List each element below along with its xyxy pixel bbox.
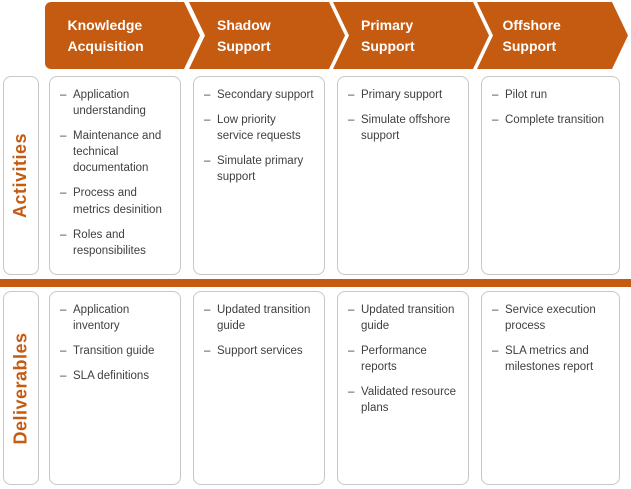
dash-marker: –: [348, 345, 355, 358]
dash-marker: –: [348, 386, 355, 399]
phase-title: Shadow Support: [217, 16, 271, 54]
dash-marker: –: [60, 89, 67, 101]
list-item-text: Pilot run: [505, 89, 548, 101]
list-item: –Performance reports: [348, 343, 459, 375]
dash-marker: –: [492, 345, 499, 358]
list-item-text: SLA definitions: [73, 370, 150, 383]
dash-marker: –: [492, 304, 499, 316]
list-item-text: Application inventory: [73, 304, 130, 333]
list-item: –Pilot run: [492, 87, 610, 103]
deliverables-box-primary-support: –Updated transition guide–Performance re…: [337, 291, 469, 485]
phase-title: Primary Support: [361, 16, 415, 54]
list-item: –SLA definitions: [60, 368, 171, 384]
deliverables-box-shadow-support: –Updated transition guide–Support servic…: [193, 291, 325, 485]
dash-marker: –: [60, 187, 67, 200]
deliverables-row-label: Deliverables: [10, 331, 31, 445]
dash-marker: –: [204, 345, 211, 358]
list-item: –Application inventory: [60, 302, 171, 334]
dash-marker: –: [204, 114, 211, 127]
dash-marker: –: [60, 304, 67, 316]
activities-list: –Secondary support–Low priority service …: [204, 87, 315, 185]
deliverables-box-knowledge-acquisition: –Application inventory–Transition guide–…: [49, 291, 181, 485]
list-item-text: Maintenance and technical documentation: [73, 130, 162, 175]
activities-list: –Application understanding–Maintenance a…: [60, 87, 171, 259]
list-item-text: Updated transition guide: [361, 304, 455, 333]
list-item: –Roles and responsibilites: [60, 227, 171, 259]
list-item: –Process and metrics desinition: [60, 185, 171, 217]
list-item-text: Primary support: [361, 89, 443, 101]
dash-marker: –: [204, 304, 211, 316]
list-item: –Validated resource plans: [348, 384, 459, 416]
list-item-text: Service execution process: [505, 304, 596, 333]
list-item-text: Simulate offshore support: [361, 114, 451, 143]
list-item: –Service execution process: [492, 302, 610, 334]
list-item: –Secondary support: [204, 87, 315, 103]
dash-marker: –: [492, 114, 499, 127]
list-item-text: SLA metrics and milestones report: [505, 345, 594, 374]
deliverables-list: –Application inventory–Transition guide–…: [60, 302, 171, 384]
phase-title: Knowledge Acquisition: [67, 16, 144, 54]
list-item-text: Low priority service requests: [217, 114, 301, 143]
list-item-text: Transition guide: [73, 345, 155, 358]
dash-marker: –: [60, 228, 67, 241]
dash-marker: –: [348, 114, 355, 127]
list-item: –Support services: [204, 343, 315, 359]
phase-banner-primary-support: Primary Support: [333, 2, 489, 69]
phase-banner-knowledge-acquisition: Knowledge Acquisition: [45, 2, 200, 69]
activities-box-shadow-support: –Secondary support–Low priority service …: [193, 76, 325, 275]
list-item: –Simulate primary support: [204, 153, 315, 185]
list-item: –Simulate offshore support: [348, 112, 459, 144]
list-item-text: Secondary support: [217, 89, 314, 101]
activities-box-offshore-support: –Pilot run–Complete transition: [481, 76, 620, 275]
deliverables-box-offshore-support: –Service execution process–SLA metrics a…: [481, 291, 620, 485]
list-item: –Low priority service requests: [204, 112, 315, 144]
list-item: –Maintenance and technical documentation: [60, 128, 171, 176]
activities-row-label: Activities: [10, 132, 31, 219]
list-item-text: Roles and responsibilites: [73, 228, 146, 257]
deliverables-list: –Updated transition guide–Support servic…: [204, 302, 315, 359]
phase-banner-shadow-support: Shadow Support: [189, 2, 345, 69]
dash-marker: –: [60, 130, 67, 143]
deliverables-row-label-box: Deliverables: [3, 291, 39, 485]
dash-marker: –: [492, 89, 499, 101]
list-item: –Application understanding: [60, 87, 171, 119]
dash-marker: –: [60, 370, 67, 383]
deliverables-list: –Updated transition guide–Performance re…: [348, 302, 459, 417]
dash-marker: –: [348, 304, 355, 316]
list-item-text: Updated transition guide: [217, 304, 311, 333]
list-item: –Updated transition guide: [348, 302, 459, 334]
deliverables-list: –Service execution process–SLA metrics a…: [492, 302, 610, 375]
dash-marker: –: [348, 89, 355, 101]
dash-marker: –: [204, 89, 211, 101]
list-item-text: Simulate primary support: [217, 155, 304, 184]
activities-box-knowledge-acquisition: –Application understanding–Maintenance a…: [49, 76, 181, 275]
list-item-text: Validated resource plans: [361, 386, 457, 415]
list-item: –Updated transition guide: [204, 302, 315, 334]
list-item: –Transition guide: [60, 343, 171, 359]
list-item-text: Complete transition: [505, 114, 605, 127]
activities-list: –Pilot run–Complete transition: [492, 87, 610, 128]
list-item: –Complete transition: [492, 112, 610, 128]
phase-banner-offshore-support: Offshore Support: [477, 2, 628, 69]
activities-box-primary-support: –Primary support–Simulate offshore suppo…: [337, 76, 469, 275]
row-divider-bar: [0, 279, 631, 287]
list-item-text: Performance reports: [361, 345, 427, 374]
list-item: –Primary support: [348, 87, 459, 103]
list-item-text: Support services: [217, 345, 303, 358]
dash-marker: –: [204, 155, 211, 168]
activities-row-label-box: Activities: [3, 76, 39, 275]
list-item-text: Process and metrics desinition: [73, 187, 162, 216]
phase-title: Offshore Support: [502, 16, 561, 54]
list-item: –SLA metrics and milestones report: [492, 343, 610, 375]
list-item-text: Application understanding: [73, 89, 146, 118]
dash-marker: –: [60, 345, 67, 358]
activities-list: –Primary support–Simulate offshore suppo…: [348, 87, 459, 144]
